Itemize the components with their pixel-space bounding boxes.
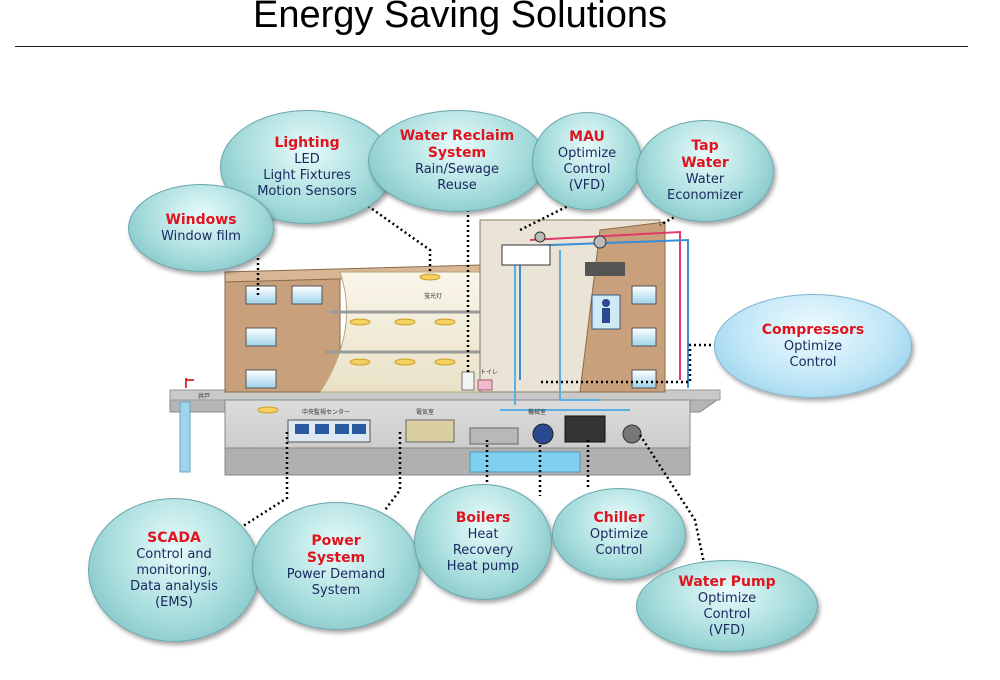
water-pump-title: Water Pump — [678, 573, 776, 590]
water-reclaim-bubble: Water Reclaim System Rain/Sewage Reuse — [368, 110, 546, 212]
window — [631, 285, 657, 305]
lighting-line-3: Motion Sensors — [257, 183, 357, 199]
water-pump-line-2: Control — [703, 606, 751, 622]
boilers-line-2: Recovery — [452, 542, 514, 558]
power-system-title-2: System — [306, 550, 366, 566]
water-pump-line-3: (VFD) — [708, 622, 746, 638]
scada-bubble: SCADA Control and monitoring, Data analy… — [88, 498, 260, 642]
boilers-title: Boilers — [455, 509, 511, 526]
left-facade — [224, 271, 341, 393]
lighting-line-2: Light Fixtures — [263, 167, 351, 183]
label-machine-room: 機械室 — [528, 408, 546, 416]
power-system-line-1: Power Demand — [286, 567, 386, 582]
tap-water-title-1: Tap — [691, 138, 719, 154]
power-system-line-2: System — [311, 583, 361, 598]
chiller-line-1: Optimize — [589, 526, 649, 542]
water-reclaim-line-2: Reuse — [437, 178, 477, 193]
boilers-line-1: Heat — [467, 526, 499, 542]
pipes — [500, 230, 689, 411]
well-marker — [185, 378, 194, 388]
window — [291, 285, 323, 305]
windows-bubble: Windows Window film — [128, 184, 274, 272]
tap-water-title-2: Water — [681, 155, 729, 171]
compressors-bubble: Compressors Optimize Control — [714, 294, 912, 398]
water-tank — [469, 451, 581, 473]
lighting-line-1: LED — [294, 151, 320, 167]
power-system-bubble: Power System Power Demand System — [252, 502, 420, 630]
water-pump-bubble: Water Pump Optimize Control (VFD) — [636, 560, 818, 652]
chiller-line-2: Control — [595, 542, 643, 558]
compressors-line-1: Optimize — [783, 338, 843, 354]
label-central-monitoring: 中央監視センター — [302, 408, 350, 416]
scada-line-4: (EMS) — [155, 594, 193, 610]
boilers-bubble: Boilers Heat Recovery Heat pump — [414, 484, 552, 600]
lighting-title: Lighting — [274, 134, 340, 151]
basement-equipment — [287, 415, 642, 445]
windows-line-1: Window film — [161, 228, 241, 244]
scada-line-1: Control and — [136, 546, 212, 562]
window — [245, 327, 277, 347]
title-divider — [15, 46, 968, 47]
chiller-title: Chiller — [593, 509, 645, 526]
mau-bubble: MAU Optimize Control (VFD) — [532, 112, 642, 210]
water-pump-line-1: Optimize — [697, 590, 757, 606]
water-reclaim-title-1: Water Reclaim — [399, 128, 515, 144]
tap-water-line-1: Water — [685, 172, 725, 187]
compressors-title: Compressors — [761, 321, 865, 338]
water-reclaim-title-2: System — [427, 145, 487, 161]
scada-line-3: Data analysis — [130, 578, 218, 594]
scada-title: SCADA — [147, 529, 201, 546]
compressors-line-2: Control — [789, 354, 837, 370]
window — [245, 285, 277, 305]
light-fixtures — [257, 273, 456, 414]
basement-floor — [224, 447, 691, 476]
window — [631, 327, 657, 347]
water-reclaim-line-1: Rain/Sewage — [414, 162, 500, 177]
label-fluorescent: 蛍光灯 — [424, 292, 442, 300]
tap-water-line-2: Economizer — [667, 188, 743, 203]
boilers-line-3: Heat pump — [446, 558, 520, 574]
toilet — [461, 371, 475, 391]
scada-line-2: monitoring, — [136, 562, 212, 578]
mau-line-3: (VFD) — [568, 177, 606, 193]
mau-title: MAU — [569, 128, 605, 145]
tap-water-bubble: Tap Water Water Economizer — [636, 120, 774, 222]
windows-title: Windows — [165, 211, 237, 228]
window — [245, 369, 277, 389]
label-well: 井戸 — [198, 392, 210, 400]
mau-line-1: Optimize — [557, 145, 617, 161]
label-toilet: トイレ — [480, 369, 498, 376]
window — [631, 369, 657, 389]
rooftop-unit — [501, 244, 551, 266]
page-title: Energy Saving Solutions — [252, 0, 668, 36]
ac-unit — [585, 262, 625, 276]
power-system-title-1: Power — [311, 533, 361, 549]
label-electrical-room: 電気室 — [416, 408, 434, 416]
well-pipe — [179, 401, 191, 473]
mau-line-2: Control — [563, 161, 611, 177]
chiller-bubble: Chiller Optimize Control — [552, 488, 686, 580]
